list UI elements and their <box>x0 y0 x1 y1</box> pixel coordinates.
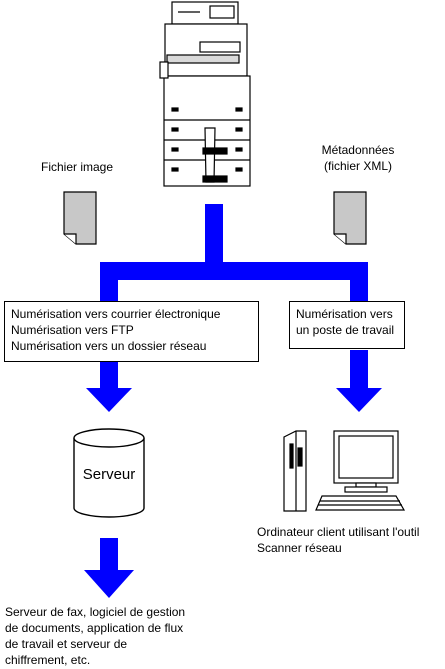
bottom-caption-line-3: de travail et serveur de <box>5 637 128 651</box>
left-box-line-3: Numérisation vers un dossier réseau <box>11 339 207 353</box>
document-icon <box>333 191 367 245</box>
server-cylinder-icon <box>73 428 145 518</box>
image-file-label: Fichier image <box>41 160 114 174</box>
server-label: Serveur <box>82 466 136 483</box>
metadata-label: Métadonnées (fichier XML) <box>308 142 408 174</box>
client-caption: Ordinateur client utilisant l'outil Scan… <box>257 524 419 556</box>
right-destination-box: Numérisation vers un poste de travail <box>289 301 405 349</box>
left-box-line-1: Numérisation vers courrier électronique <box>11 307 221 321</box>
bottom-caption-line-1: Serveur de fax, logiciel de gestion <box>5 605 186 619</box>
flow-arrows <box>84 204 382 598</box>
left-box-line-2: Numérisation vers FTP <box>11 323 134 337</box>
document-icon <box>63 191 97 245</box>
left-destinations-box: Numérisation vers courrier électronique … <box>4 301 259 362</box>
metadata-label-line-1: Métadonnées <box>321 143 395 157</box>
bottom-caption-line-4: chiffrement, etc. <box>5 653 91 667</box>
bottom-caption: Serveur de fax, logiciel de gestion de d… <box>5 604 185 668</box>
client-caption-line-1: Ordinateur client utilisant l'outil <box>257 525 420 539</box>
bottom-caption-line-2: de documents, application de flux <box>5 621 184 635</box>
metadata-label-line-2: (fichier XML) <box>323 159 392 173</box>
client-caption-line-2: Scanner réseau <box>257 541 342 555</box>
mfp-printer-icon <box>159 1 251 187</box>
right-box-line-2: un poste de travail <box>296 323 395 337</box>
right-box-line-1: Numérisation vers <box>296 307 393 321</box>
desktop-computer-icon <box>283 430 406 512</box>
